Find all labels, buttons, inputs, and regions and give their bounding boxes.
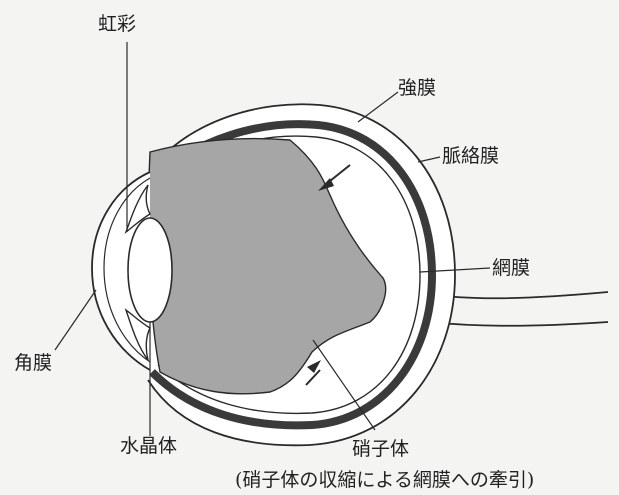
choroid-leader (418, 157, 440, 162)
label-cornea: 角膜 (14, 352, 52, 374)
label-retina: 網膜 (492, 257, 530, 279)
optic-nerve (428, 292, 608, 326)
label-vitreous: 硝子体 (352, 438, 409, 460)
lens (128, 218, 172, 322)
label-iris: 虹彩 (98, 13, 136, 35)
label-lens: 水晶体 (120, 435, 177, 457)
label-vitreous-note: (硝子体の収縮による網膜への牽引) (235, 469, 534, 491)
label-sclera: 強膜 (398, 77, 436, 99)
sclera-leader (358, 92, 398, 122)
label-choroid: 脈絡膜 (442, 145, 499, 167)
cornea-leader (55, 290, 96, 350)
